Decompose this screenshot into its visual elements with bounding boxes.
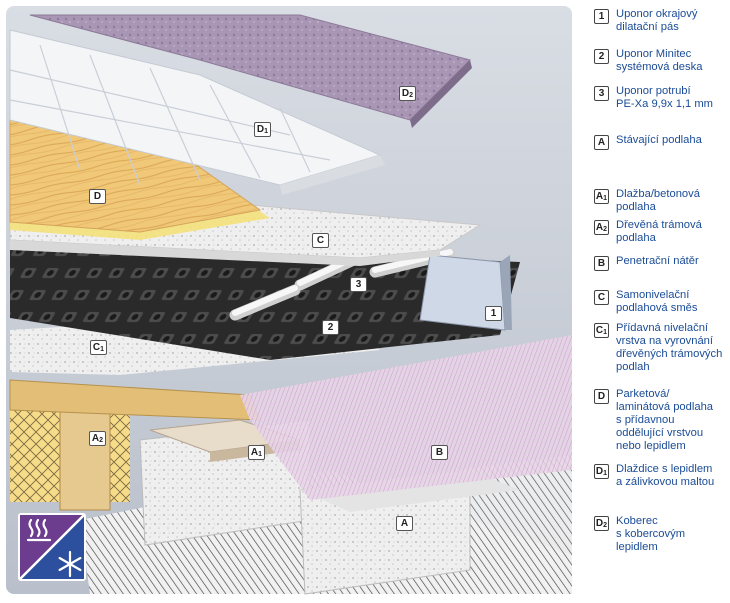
diagram-label-2: 2 bbox=[322, 320, 339, 335]
diagram-label-c: C bbox=[312, 233, 329, 248]
diagram-label-a1: A1 bbox=[248, 445, 265, 460]
legend-text: Přídavná nivelační vrstva na vyrovnání d… bbox=[616, 322, 723, 373]
legend-key: 1 bbox=[594, 9, 609, 24]
legend-key: C1 bbox=[594, 323, 609, 338]
legend-key: 2 bbox=[594, 49, 609, 64]
legend-text: Uponor potrubí PE-Xa 9,9x 1,1 mm bbox=[616, 85, 713, 110]
heating-cooling-badge bbox=[18, 513, 86, 581]
legend-text: Stávající podlaha bbox=[616, 134, 702, 146]
snowflake-icon bbox=[58, 550, 82, 578]
legend-key: A1 bbox=[594, 189, 609, 204]
legend-key: B bbox=[594, 256, 609, 271]
diagram-label-d1: D1 bbox=[254, 122, 271, 137]
diagram-label-3: 3 bbox=[350, 277, 367, 292]
legend-key: D bbox=[594, 389, 609, 404]
heating-icon bbox=[26, 518, 52, 542]
legend-text: Penetrační nátěr bbox=[616, 255, 699, 267]
diagram-label-d: D bbox=[89, 189, 106, 204]
diagram-label-a: A bbox=[396, 516, 413, 531]
legend-key: A2 bbox=[594, 220, 609, 235]
diagram-label-a2: A2 bbox=[89, 431, 106, 446]
legend-key: C bbox=[594, 290, 609, 305]
diagram-label-d2: D2 bbox=[399, 86, 416, 101]
diagram-label-b: B bbox=[431, 445, 448, 460]
legend-text: Dlaždice s lepidlem a zálivkovou maltou bbox=[616, 463, 715, 488]
legend-key: D2 bbox=[594, 516, 609, 531]
legend-key: 3 bbox=[594, 86, 609, 101]
floor-layers-diagram bbox=[6, 6, 572, 595]
penetration-coat bbox=[240, 335, 572, 500]
legend-text: Samonivelační podlahová směs bbox=[616, 289, 698, 314]
diagram-label-c1: C1 bbox=[90, 340, 107, 355]
legend-text: Koberec s kobercovým lepidlem bbox=[616, 515, 686, 553]
legend-text: Uponor Minitec systémová deska bbox=[616, 48, 703, 73]
legend-text: Dřevěná trámová podlaha bbox=[616, 219, 702, 244]
legend-text: Uponor okrajový dilatační pás bbox=[616, 8, 698, 33]
legend-text: Parketová/ laminátová podlaha s přídavno… bbox=[616, 388, 714, 452]
diagram-label-1: 1 bbox=[485, 306, 502, 321]
legend-key: A bbox=[594, 135, 609, 150]
legend-key: D1 bbox=[594, 464, 609, 479]
legend-text: Dlažba/betonová podlaha bbox=[616, 188, 700, 213]
